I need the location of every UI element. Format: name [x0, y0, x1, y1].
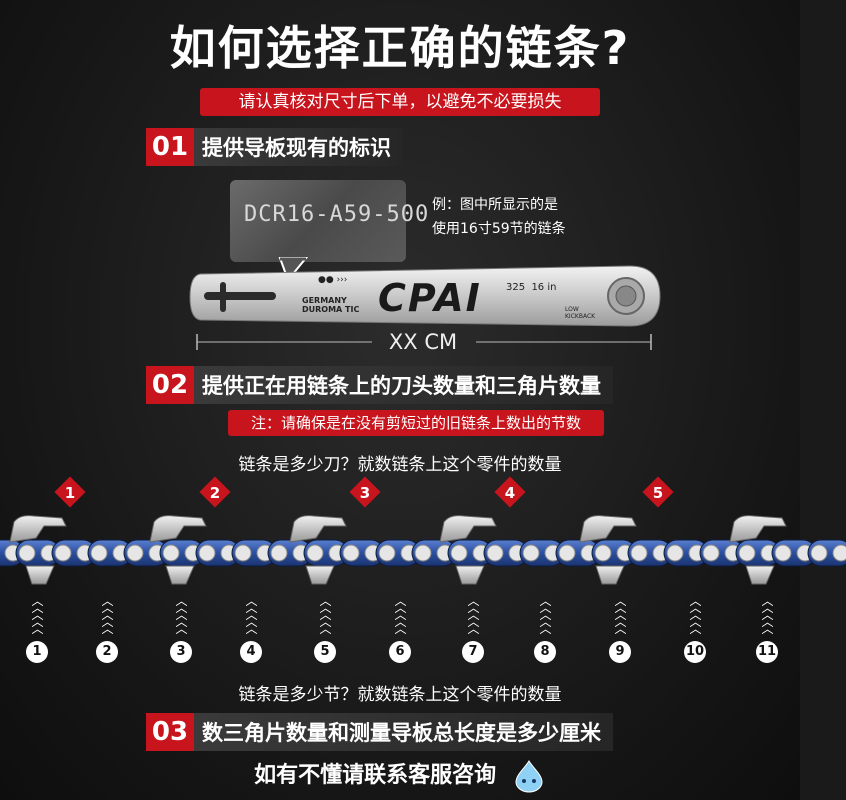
step-number: 01	[146, 128, 194, 166]
link-number: 2	[96, 641, 118, 663]
cutter-question: 链条是多少刀？就数链条上这个零件的数量	[238, 455, 562, 475]
link-number: 6	[389, 641, 411, 663]
link-counter: ︿︿︿︿︿ 2	[93, 594, 121, 663]
step-number: 03	[146, 713, 194, 751]
link-number: 5	[314, 641, 336, 663]
chevron-up-icon: ︿︿︿︿︿	[101, 594, 113, 636]
link-number: 10	[684, 641, 706, 663]
cutter-marker: 2	[199, 476, 231, 508]
chevron-up-icon: ︿︿︿︿︿	[394, 594, 406, 636]
cutter-marker: 5	[642, 476, 674, 508]
chain-link	[771, 539, 817, 567]
guide-bar: ●● ››› GERMANY DUROMA TIC CPAI 325 16 in…	[189, 262, 661, 332]
link-number: 11	[756, 641, 778, 663]
link-counter: ︿︿︿︿︿ 10	[681, 594, 709, 663]
step-text: 数三角片数量和测量导板总长度是多少厘米	[194, 713, 613, 751]
link-counter: ︿︿︿︿︿ 8	[531, 594, 559, 663]
link-counter: ︿︿︿︿︿ 1	[23, 594, 51, 663]
bar-small-text: GERMANY DUROMA TIC	[302, 296, 360, 314]
cutter-marker: 1	[54, 476, 86, 508]
chain-illustration: 1 2 3 4 5	[0, 476, 846, 585]
chevron-up-icon: ︿︿︿︿︿	[319, 594, 331, 636]
step-02: 02 提供正在用链条上的刀头数量和三角片数量	[146, 366, 613, 404]
link-number: 4	[240, 641, 262, 663]
chevron-up-icon: ︿︿︿︿︿	[761, 594, 773, 636]
chevron-up-icon: ︿︿︿︿︿	[175, 594, 187, 636]
cutter-tooth	[439, 515, 497, 585]
note-banner: 注：请确保是在没有剪短过的旧链条上数出的节数	[228, 410, 604, 436]
cutter-marker-label: 2	[210, 484, 220, 502]
link-counter: ︿︿︿︿︿ 6	[386, 594, 414, 663]
cutter-marker: 4	[494, 476, 526, 508]
bar-label-photo: DCR16-A59-500	[230, 180, 428, 262]
link-number: 7	[462, 641, 484, 663]
chevron-up-icon: ︿︿︿︿︿	[245, 594, 257, 636]
notice-banner: 请认真核对尺寸后下单，以避免不必要损失	[200, 88, 600, 116]
customer-service-text: 如有不懂请联系客服咨询	[254, 763, 497, 788]
link-counter: ︿︿︿︿︿ 11	[753, 594, 781, 663]
example-line-1: 例：图中所显示的是	[432, 197, 558, 213]
low-kickback-badge: LOW KICKBACK	[565, 306, 596, 320]
chain-link	[807, 539, 846, 567]
step-text: 提供正在用链条上的刀头数量和三角片数量	[194, 366, 613, 404]
example-line-2: 使用16寸59节的链条	[432, 221, 566, 237]
link-counter: ︿︿︿︿︿ 9	[606, 594, 634, 663]
example-caption: 例：图中所显示的是 使用16寸59节的链条	[432, 193, 566, 241]
step-01: 01 提供导板现有的标识	[146, 128, 403, 166]
cutter-marker: 3	[349, 476, 381, 508]
bar-label-text: DCR16-A59-500	[244, 202, 430, 227]
chain-link	[627, 539, 673, 567]
dimension-line	[196, 334, 652, 350]
water-drop-mascot-icon	[515, 760, 543, 793]
chain-link	[735, 539, 781, 567]
chain-link	[591, 539, 637, 567]
link-question: 链条是多少节？就数链条上这个零件的数量	[238, 685, 562, 705]
brand-logo: CPAI	[378, 276, 482, 320]
chevron-up-icon: ︿︿︿︿︿	[539, 594, 551, 636]
cutter-tooth	[729, 515, 787, 585]
svg-text:●● ›››: ●● ›››	[318, 275, 347, 285]
step-text: 提供导板现有的标识	[194, 128, 403, 166]
link-number: 8	[534, 641, 556, 663]
cutter-tooth	[149, 515, 207, 585]
cutter-tooth	[579, 515, 637, 585]
link-number: 1	[26, 641, 48, 663]
cutter-marker-label: 1	[65, 484, 75, 502]
link-number: 3	[170, 641, 192, 663]
step-number: 02	[146, 366, 194, 404]
chevron-up-icon: ︿︿︿︿︿	[31, 594, 43, 636]
link-counter: ︿︿︿︿︿ 3	[167, 594, 195, 663]
cutter-marker-label: 3	[360, 484, 370, 502]
chevron-up-icon: ︿︿︿︿︿	[614, 594, 626, 636]
step-03: 03 数三角片数量和测量导板总长度是多少厘米	[146, 713, 613, 751]
page-title: 如何选择正确的链条?	[169, 21, 631, 75]
bar-size-text: 325 16 in	[506, 282, 557, 293]
link-number-row: ︿︿︿︿︿1︿︿︿︿︿2︿︿︿︿︿3︿︿︿︿︿4︿︿︿︿︿5︿︿︿︿︿6︿︿︿︿…	[0, 594, 800, 668]
link-counter: ︿︿︿︿︿ 4	[237, 594, 265, 663]
chain-link	[519, 539, 565, 567]
link-number: 9	[609, 641, 631, 663]
chain-link	[483, 539, 529, 567]
guide-bar-graphic: ●● ›››	[189, 265, 661, 327]
chevron-up-icon: ︿︿︿︿︿	[467, 594, 479, 636]
cutter-tooth	[289, 515, 347, 585]
chain-link	[339, 539, 385, 567]
customer-service-row: 如有不懂请联系客服咨询	[0, 757, 800, 793]
cutter-marker-label: 4	[505, 484, 515, 502]
dimension-label: XX CM	[388, 330, 458, 354]
cutter-marker-label: 5	[653, 484, 663, 502]
link-counter: ︿︿︿︿︿ 5	[311, 594, 339, 663]
link-counter: ︿︿︿︿︿ 7	[459, 594, 487, 663]
chevron-up-icon: ︿︿︿︿︿	[689, 594, 701, 636]
chain-link	[123, 539, 169, 567]
chain-link	[411, 539, 457, 567]
cutter-tooth	[9, 515, 67, 585]
